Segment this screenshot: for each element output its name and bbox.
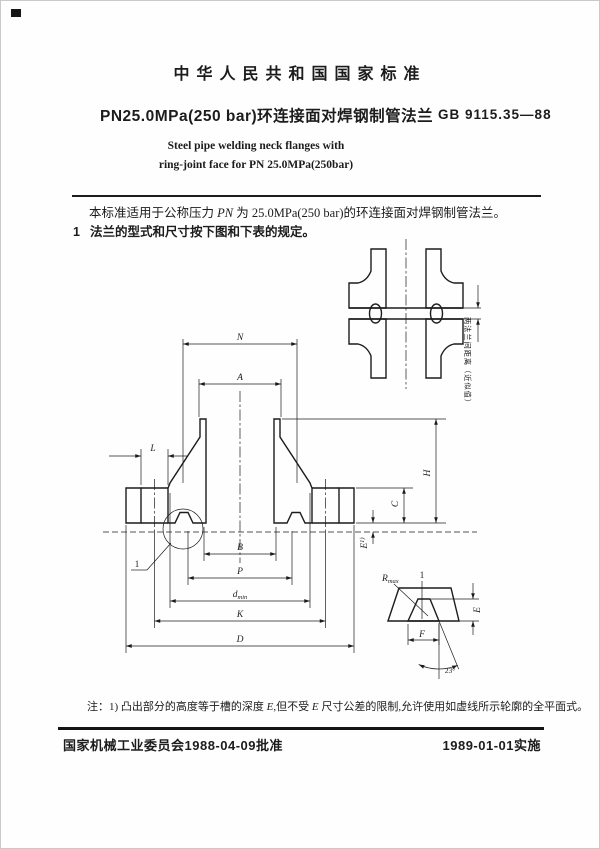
detail-label-R-max: Rmax (381, 574, 399, 585)
detail-circle (162, 508, 204, 550)
dim-label-E-main: E1) (359, 537, 370, 549)
dim-label-d-base: d (233, 590, 238, 600)
detail-label-R-base: R (381, 574, 388, 584)
footnote-post: 尺寸公差的限制,允许使用如虚线所示轮廓的全平面式。 (318, 701, 589, 713)
detail-E-dimension (431, 583, 479, 635)
dim-label-N: N (236, 333, 244, 343)
footnote: 注：1) 凸出部分的高度等于槽的深度 E,但不受 E 尺寸公差的限制,允许使用如… (87, 698, 588, 714)
implementation-date: 1989-01-01实施 (442, 738, 541, 753)
flange-rim-right (338, 487, 355, 524)
flange-rim-left (125, 487, 142, 524)
ring-gasket-left (368, 303, 383, 324)
scope-text-pre: 本标准适用于公称压力 (89, 206, 218, 220)
footnote-var-e1: E (266, 701, 274, 713)
extension-lines (125, 339, 446, 653)
flange-body-right (273, 418, 313, 524)
scope-text-post: 为 25.0MPa(250 bar)的环连接面对焊钢制管法兰。 (233, 206, 507, 220)
scope-variable-pn: PN (217, 206, 234, 220)
assembly-gap-label: 两法兰间距离（近似值） (463, 317, 472, 407)
dim-label-d-subscript: min (238, 594, 248, 601)
dimension-lines (109, 342, 438, 648)
dim-label-d-min: dmin (233, 590, 248, 601)
main-flange-section-view: N A L B P dmin K D H C E1) 1 (103, 333, 477, 653)
national-standard-heading: 中华人民共和国国家标准 (173, 66, 427, 83)
flange-body-left (167, 418, 207, 524)
detail-label-angle: 23° (445, 666, 456, 675)
detail-label-R-subscript: max (388, 578, 399, 585)
dim-label-D: D (236, 635, 244, 645)
detail-R-leader (393, 583, 429, 617)
detail-reference-number: 1 (135, 559, 140, 569)
footer-divider-rule (58, 727, 544, 730)
detail-ring-groove (406, 598, 441, 622)
detail-label-F: F (418, 630, 425, 640)
lower-flange-right (425, 318, 464, 379)
detail-flange-segment (387, 587, 460, 622)
scan-corner-mark (11, 9, 21, 17)
standard-title-en-line1: Steel pipe welding neck flanges with (167, 140, 345, 152)
upper-flange-left (348, 248, 387, 309)
technical-drawing: N A L B P dmin K D H C E1) 1 (103, 239, 483, 679)
scope-paragraph: 本标准适用于公称压力 PN 为 25.0MPa(250 bar)的环连接面对焊钢… (89, 202, 506, 221)
dim-label-K: K (236, 610, 244, 620)
groove-detail-view: 1 Rmax E F 23° (381, 570, 483, 679)
header-divider-rule (72, 195, 541, 197)
footnote-mid: ,但不受 (273, 701, 312, 713)
dim-label-B: B (237, 543, 243, 553)
clause-1-number: 1 (73, 225, 80, 239)
dim-label-C: C (391, 500, 401, 507)
standard-title-en-line2: ring-joint face for PN 25.0MPa(250bar) (158, 159, 354, 171)
dim-label-A: A (236, 373, 243, 383)
standard-code: GB 9115.35—88 (438, 107, 552, 122)
detail-angle-dimension (418, 620, 460, 679)
clause-1: 1 法兰的型式和尺寸按下图和下表的规定。 (73, 221, 315, 240)
detail-view-number: 1 (420, 570, 425, 580)
upper-flange-right (425, 248, 464, 309)
assembly-view: 两法兰间距离（近似值） (348, 239, 481, 407)
detail-label-E: E (473, 607, 483, 614)
dim-label-E-superscript: 1) (359, 537, 366, 542)
detail-leader-line (146, 542, 172, 571)
ring-gasket-right (429, 303, 444, 324)
dim-label-E-base: E (360, 543, 370, 550)
footnote-var-e2: E (311, 701, 319, 713)
footnote-pre: 注：1) 凸出部分的高度等于槽的深度 (87, 701, 267, 713)
standard-title-cn: PN25.0MPa(250 bar)环连接面对焊钢制管法兰 (100, 108, 434, 125)
approval-authority: 国家机械工业委员会1988-04-09批准 (63, 738, 283, 753)
lower-flange-left (348, 318, 387, 379)
dim-label-P: P (236, 567, 243, 577)
assembly-gap-dimension (463, 285, 481, 342)
dim-label-L: L (149, 444, 155, 454)
dim-label-H: H (423, 468, 433, 477)
clause-1-text: 法兰的型式和尺寸按下图和下表的规定。 (89, 225, 315, 239)
